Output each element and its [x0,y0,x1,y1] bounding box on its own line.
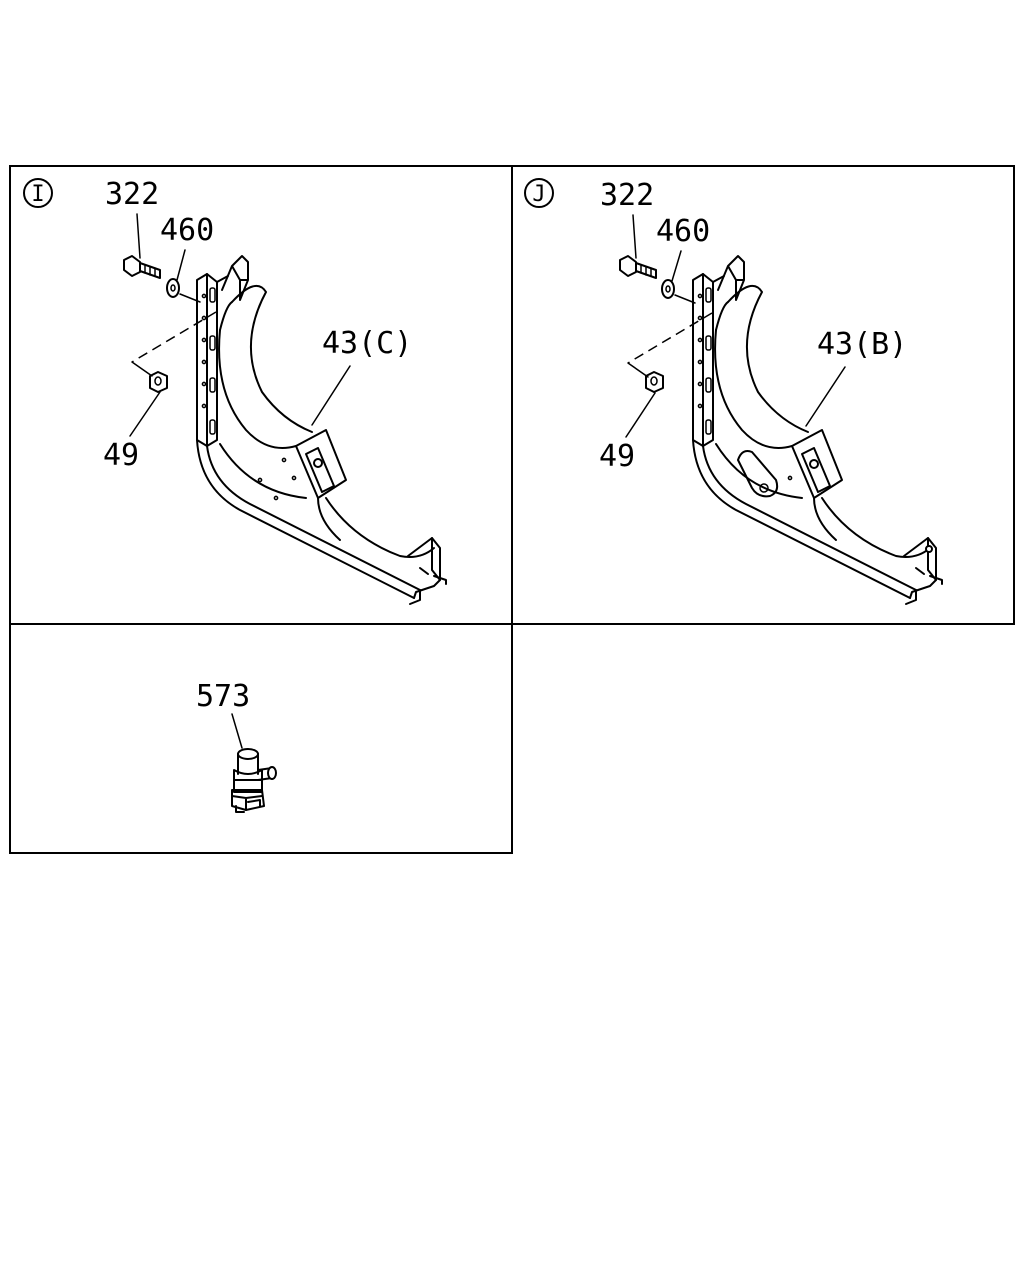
panel-valve: 573 [196,679,277,813]
label-460-i: 460 [160,213,214,248]
bracket-43b [692,255,943,605]
leader-49-i [129,391,161,437]
washer-460-i [166,278,180,298]
leader-573 [231,713,243,749]
axis-lower-i [131,361,153,377]
bracket-43c [196,255,447,605]
leader-43b [805,366,846,427]
label-322-j: 322 [600,178,654,213]
panel-i: I 322 460 43(C) 49 [23,177,447,605]
nut-49-j [645,371,664,393]
leader-43c [311,365,351,426]
bolt-322-j [619,255,657,279]
label-43b: 43(B) [817,327,907,362]
label-49-j: 49 [599,439,635,474]
axis-dashed-j [627,312,713,364]
panel-j-circle [524,178,554,208]
valve-573 [231,748,277,813]
panel-i-letter: I [31,182,44,207]
nut-49-i [149,371,168,393]
label-460-j: 460 [656,214,710,249]
leader-460-j [671,250,682,282]
label-49-i: 49 [103,438,139,473]
axis-lower-j [627,362,649,378]
label-573: 573 [196,679,250,714]
leader-460-i [176,249,186,281]
label-322-i: 322 [105,177,159,212]
leader-49-j [625,392,656,438]
washer-460-j [661,279,675,299]
panel-j: J 322 460 43(B) 49 [524,178,943,605]
label-43c: 43(C) [322,326,412,361]
axis-dashed-i [131,311,217,363]
bolt-322-i [123,255,161,279]
panel-j-letter: J [532,182,545,207]
axis-upper-j [674,294,696,304]
panel-i-circle [23,178,53,208]
leader-322-i [136,213,141,259]
bottom-left-frame [9,623,513,854]
leader-322-j [632,214,637,259]
